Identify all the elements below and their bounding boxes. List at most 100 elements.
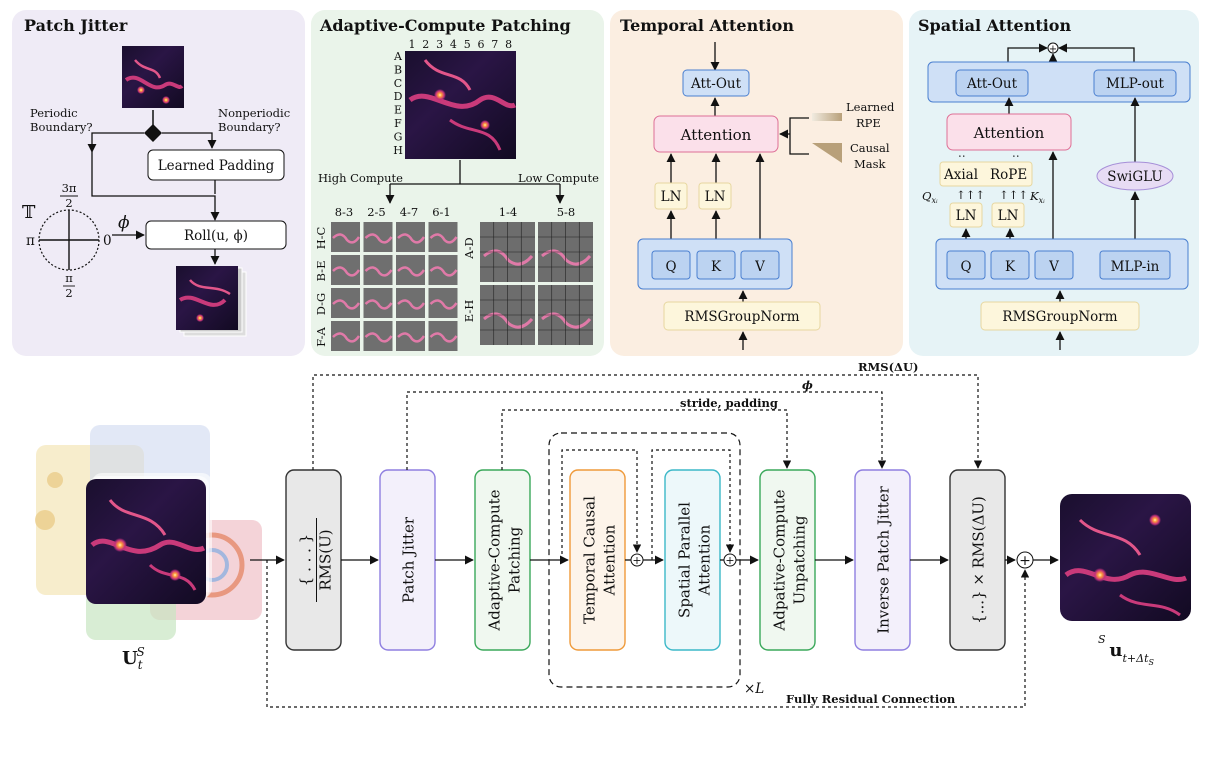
- decision-diamond: [144, 124, 162, 142]
- temporal-ln-k-box: [698, 182, 732, 210]
- grid-col-label: 7: [491, 38, 498, 51]
- pipeline-block-label-line1: Spatial Parallel: [676, 502, 694, 618]
- pipeline-block-text: { . . . }RMS(U): [297, 518, 335, 602]
- spatial-attention-label: Attention: [973, 124, 1045, 142]
- pipeline-block-text: Patch Jitter: [400, 516, 418, 603]
- spatial-mlp-in-label: MLP-in: [1111, 259, 1160, 275]
- tile-streak: [332, 332, 361, 343]
- tile-streak: [429, 233, 458, 244]
- tile-streak: [429, 332, 458, 343]
- causal-mask-label-2: Mask: [854, 157, 887, 171]
- temporal-k-label: K: [711, 259, 722, 275]
- grid-col-label: 1: [409, 38, 416, 51]
- temporal-q-label: Q: [665, 259, 676, 275]
- tile-streak: [397, 233, 426, 244]
- sum-node-top: [1047, 42, 1059, 54]
- flow-image-top: [122, 46, 184, 108]
- angle-pi-2-num: π: [65, 271, 73, 285]
- roll-box: [145, 220, 287, 250]
- tile-streak: [397, 332, 426, 343]
- pipeline-block-label-line2: Attention: [601, 524, 619, 596]
- temporal-q-box: [651, 250, 691, 280]
- causal-mask-label-1: Causal: [850, 141, 890, 155]
- pipeline-block-text: {...} × RMS(ΔU): [970, 496, 988, 624]
- residual-label: Fully Residual Connection: [786, 692, 956, 706]
- pipeline-block-text: Inverse Patch Jitter: [875, 485, 893, 633]
- tile-streak: [541, 312, 592, 329]
- grid-col-label: 5: [464, 38, 471, 51]
- spatial-norm-label: RMSGroupNorm: [1002, 309, 1117, 325]
- spatial-v-box: [1034, 250, 1074, 280]
- high-row-label: F-A: [314, 326, 328, 346]
- low-col-label: 1-4: [499, 205, 518, 219]
- causal-mask-icon: [812, 143, 842, 163]
- grid-row-label: A: [393, 50, 403, 63]
- rope-label: RoPE: [990, 167, 1027, 183]
- temporal-ln-q-label: LN: [661, 189, 682, 205]
- rms-delta-label: RMS(ΔU): [858, 360, 918, 374]
- rope-arrow-k: ⋅⋅: [1012, 149, 1020, 163]
- periodic-label-2: Boundary?: [30, 120, 93, 134]
- spatial-norm-box: [980, 301, 1140, 331]
- adaptive-patching-title: Adaptive-Compute Patching: [319, 16, 571, 35]
- grid-row-label: D: [394, 90, 403, 103]
- tile-streak: [397, 266, 426, 277]
- pipeline-block-label: Inverse Patch Jitter: [875, 485, 893, 633]
- tile-streak: [364, 266, 393, 277]
- spatial-mlp-out-label: MLP-out: [1106, 76, 1165, 92]
- output-field-image: [1060, 494, 1191, 621]
- grid-row-label: B: [394, 63, 402, 76]
- spatial-k-box: [990, 250, 1030, 280]
- phi-label: ϕ: [118, 213, 130, 233]
- flow-image-stack: [176, 266, 247, 337]
- temporal-attention-title: Temporal Attention: [620, 16, 794, 35]
- tile-streak: [332, 266, 361, 277]
- low-compute-label: Low Compute: [518, 171, 599, 185]
- spatial-att-out-label: Att-Out: [966, 76, 1018, 92]
- temporal-k-box: [696, 250, 736, 280]
- learned-rpe-label-1: Learned: [846, 100, 895, 114]
- periodic-label: Periodic: [30, 106, 78, 120]
- pipeline-block-label-line2: Patching: [506, 526, 524, 593]
- learned-padding-label: Learned Padding: [158, 158, 275, 174]
- grid-row-label: E: [394, 104, 402, 117]
- field-image-grid: [405, 51, 517, 159]
- grid-col-label: 2: [422, 38, 429, 51]
- grid-col-label: 4: [450, 38, 457, 51]
- spatial-q-box: [946, 250, 986, 280]
- pipeline-block-label-line1: Adaptive-Compute: [486, 489, 504, 631]
- sum-node-spatial-plus: +: [725, 554, 734, 567]
- q-rope-arrows: ↑↑↑: [956, 188, 985, 202]
- spatial-v-label: V: [1048, 259, 1059, 275]
- pipeline-block-label: Patch Jitter: [400, 516, 418, 603]
- pipeline-block-label-line1: Adpative-Compute: [771, 489, 789, 631]
- grid-row-label: H: [393, 144, 403, 157]
- temporal-ln-k-label: LN: [705, 189, 726, 205]
- temporal-norm-label: RMSGroupNorm: [684, 309, 799, 325]
- temporal-v-label: V: [754, 259, 765, 275]
- pipeline-block-label-line2: Unpatching: [791, 515, 809, 604]
- high-row-label: H-C: [314, 226, 328, 249]
- spatial-ln-q-label: LN: [956, 208, 977, 224]
- high-col-label: 2-5: [367, 205, 386, 219]
- torus-symbol: 𝕋: [22, 202, 36, 223]
- spatial-attention-box: [946, 113, 1072, 151]
- input-field-stack: [35, 425, 262, 640]
- angle-pi: π: [26, 233, 35, 249]
- grid-row-label: F: [394, 117, 402, 130]
- spatial-ln-q-box: [949, 202, 983, 228]
- high-col-label: 6-1: [432, 205, 451, 219]
- grid-col-label: 3: [436, 38, 443, 51]
- k-rope-arrows: ↑↑↑: [999, 188, 1028, 202]
- spatial-mlp-in-box: [1099, 250, 1171, 280]
- tile-streak: [429, 299, 458, 310]
- sum-node-residual-plus: +: [1019, 553, 1031, 569]
- high-col-label: 8-3: [335, 205, 354, 219]
- tile-streak: [364, 299, 393, 310]
- sum-node-temporal-plus: +: [632, 554, 641, 567]
